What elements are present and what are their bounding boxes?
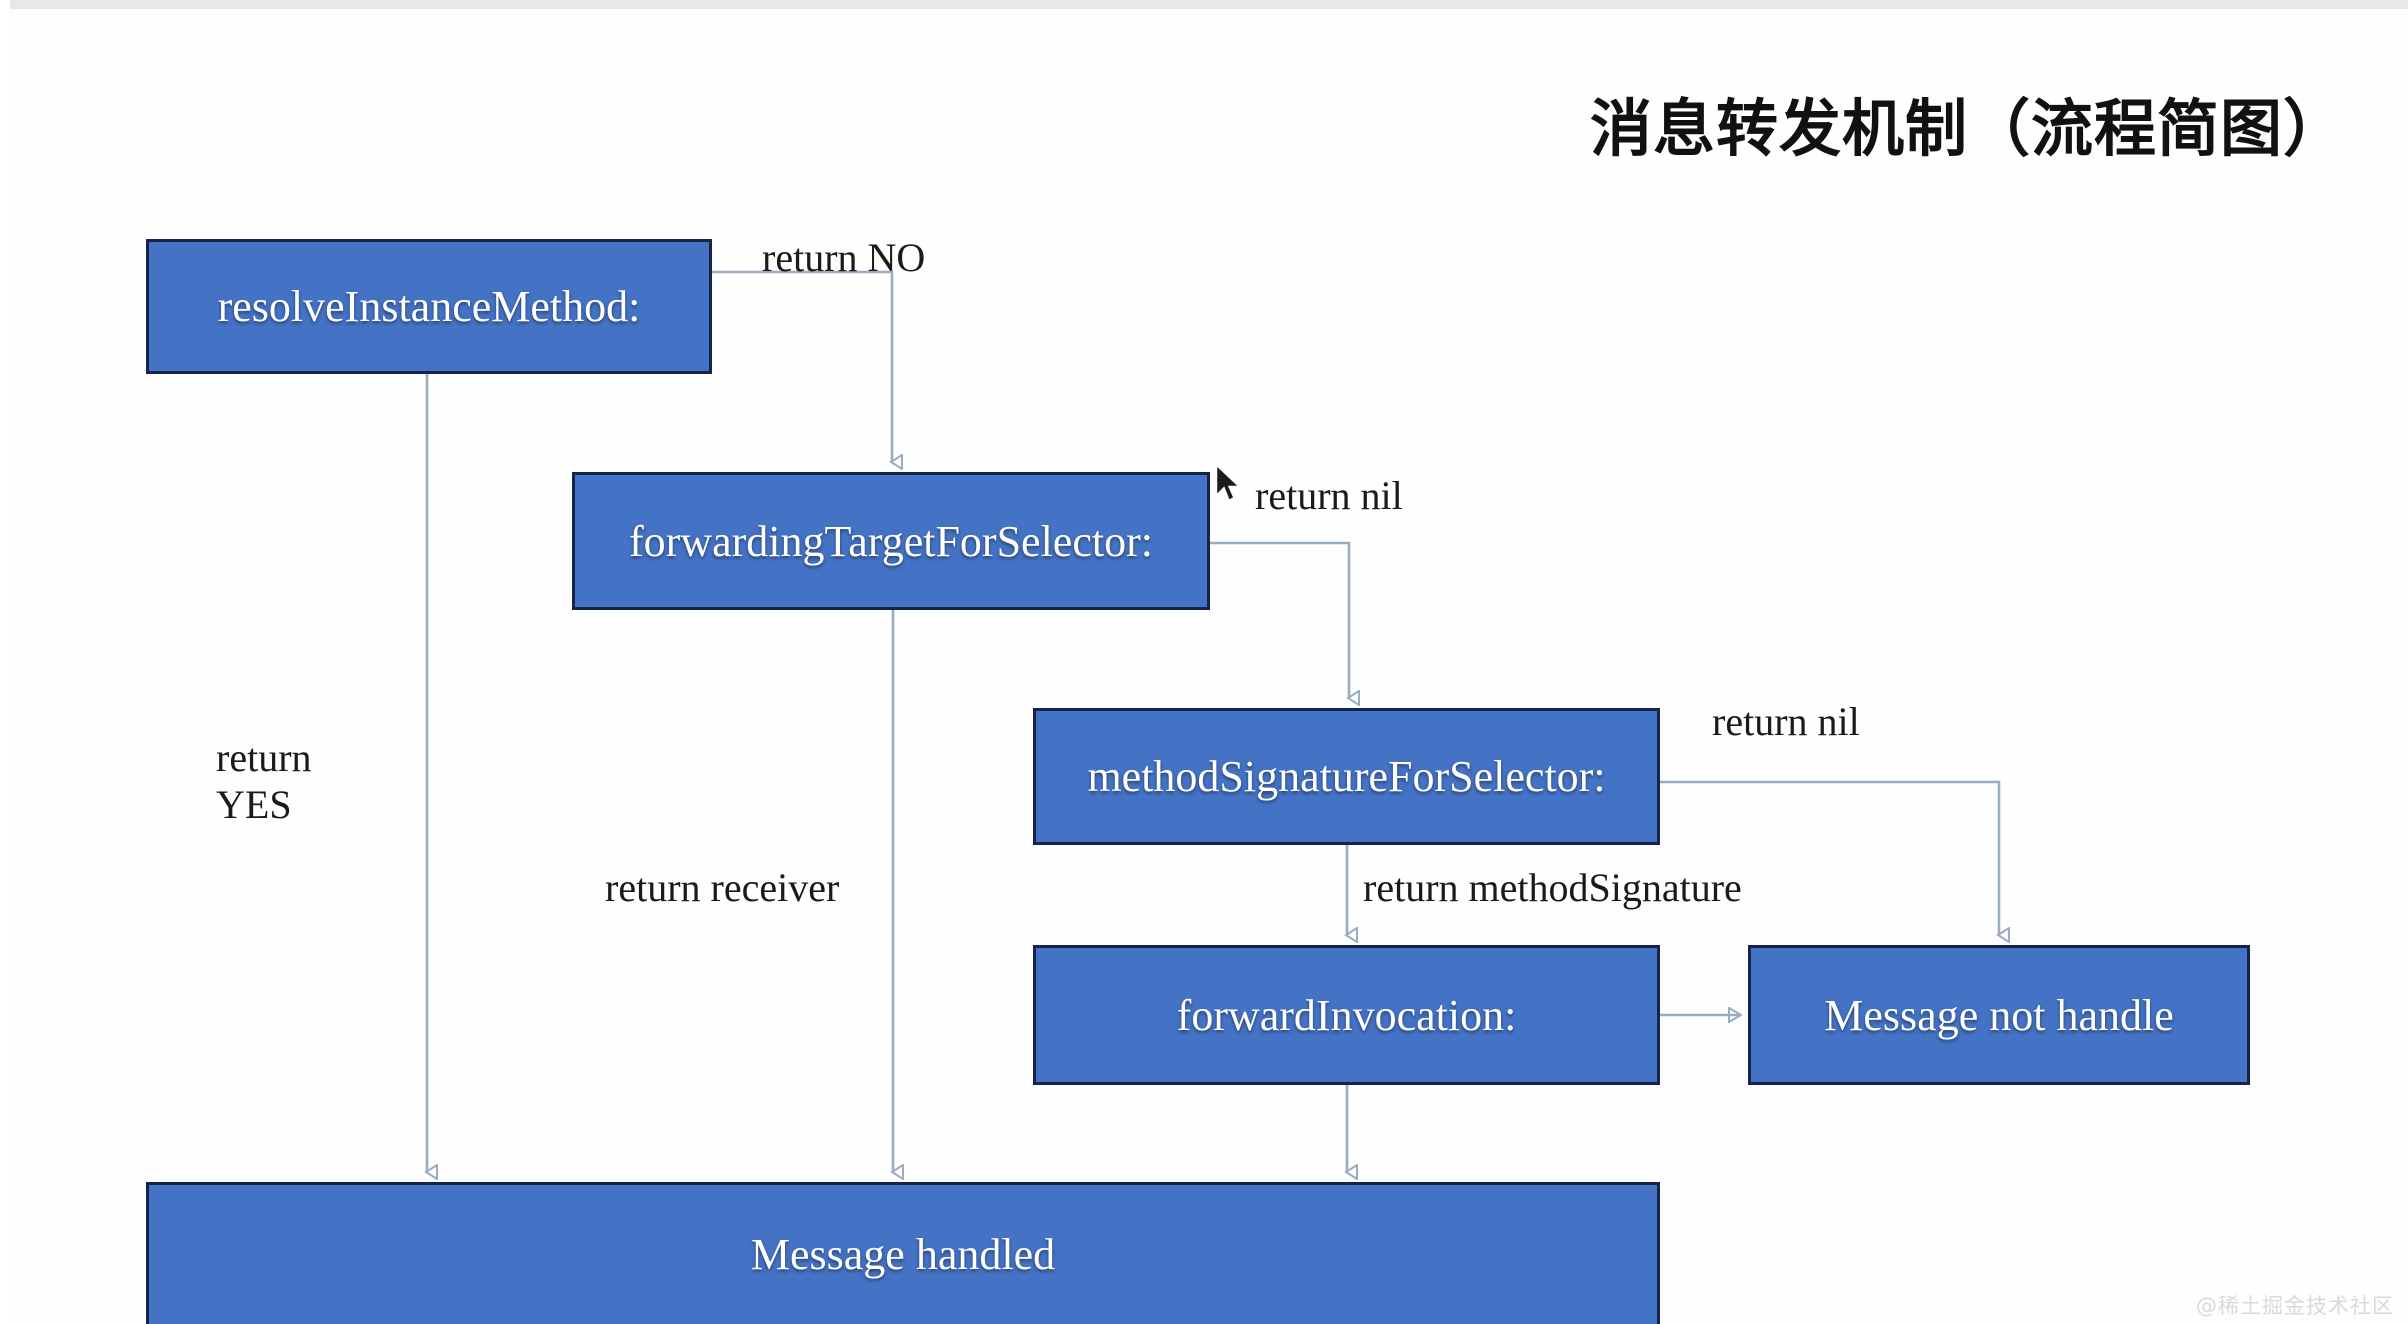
edge-return-nil-1 (1210, 541, 1349, 698)
node-label: Message not handle (1824, 990, 2174, 1040)
left-margin (0, 0, 10, 1324)
node-resolve-instance-method[interactable]: resolveInstanceMethod: (146, 239, 712, 374)
edge-label-return-nil-2: return nil (1712, 699, 1860, 744)
page-title: 消息转发机制（流程简图） (1589, 92, 2346, 165)
node-label: resolveInstanceMethod: (217, 282, 641, 331)
edge-label-return-yes: return YES (216, 735, 312, 828)
watermark: @稀土掘金技术社区 (2196, 1294, 2394, 1318)
edge-label-return-nil-1: return nil (1255, 473, 1403, 518)
edge-return-no (712, 270, 892, 462)
node-forwarding-target-for-selector[interactable]: forwardingTargetForSelector: (572, 472, 1210, 610)
node-message-not-handle[interactable]: Message not handle (1748, 945, 2250, 1085)
node-label: forwardInvocation: (1176, 990, 1517, 1040)
node-forward-invocation[interactable]: forwardInvocation: (1033, 945, 1660, 1085)
edge-return-nil-2 (1660, 780, 1999, 935)
node-label: forwardingTargetForSelector: (629, 516, 1153, 566)
node-method-signature-for-selector[interactable]: methodSignatureForSelector: (1033, 708, 1660, 845)
node-label: methodSignatureForSelector: (1087, 752, 1606, 801)
edge-label-return-no: return NO (762, 235, 926, 280)
edge-label-return-method-signature: return methodSignature (1363, 865, 1742, 910)
node-message-handled[interactable]: Message handled (146, 1182, 1660, 1324)
edge-label-return-receiver: return receiver (605, 865, 840, 910)
node-label: Message handled (750, 1230, 1056, 1279)
window-top-strip (0, 0, 2408, 9)
